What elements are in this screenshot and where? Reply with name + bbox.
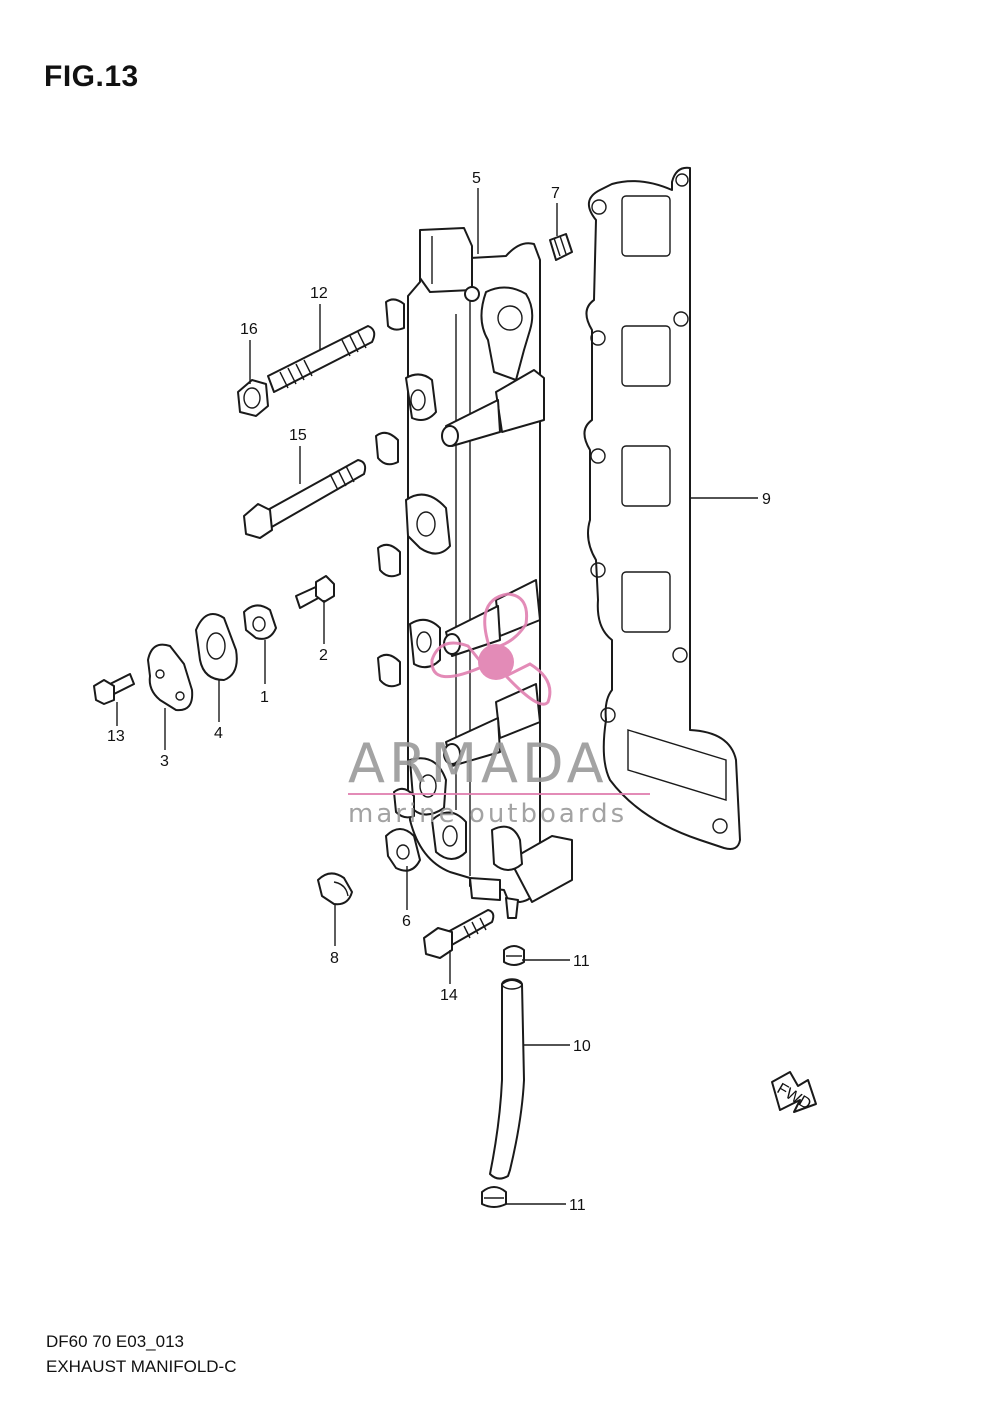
callout-numbers: 5 7 12 16 15 9 2 1 4 13 3 6 8 14 11 10 1…: [107, 170, 771, 1214]
callout-5: 5: [472, 170, 481, 187]
washer-part-6: [385, 828, 421, 872]
leader-lines: [116, 188, 758, 1205]
bolt-part-14: [423, 909, 495, 959]
washer-part-1: [243, 604, 277, 640]
callout-15: 15: [289, 427, 307, 444]
watermark-tagline: marine outboards: [348, 799, 627, 829]
callout-12: 12: [310, 285, 328, 302]
bolt-part-2: [295, 575, 335, 609]
callout-10: 10: [573, 1038, 591, 1055]
callout-2: 2: [319, 647, 328, 664]
callout-16: 16: [240, 321, 258, 338]
nut-part-16: [237, 379, 269, 417]
diagram-name: EXHAUST MANIFOLD-C: [46, 1357, 237, 1376]
plug-part-7: [549, 233, 573, 261]
stud-bolt-part-12: [267, 325, 376, 393]
callout-3: 3: [160, 753, 169, 770]
callout-6: 6: [402, 913, 411, 930]
callout-14: 14: [440, 987, 458, 1004]
callout-4: 4: [214, 725, 223, 742]
grommet-part-8: [317, 872, 353, 906]
callout-11-upper: 11: [573, 953, 590, 970]
callout-1: 1: [260, 689, 269, 706]
callout-9: 9: [762, 491, 771, 508]
diagram-code: DF60 70 E03_013: [46, 1332, 184, 1351]
forward-direction-arrow: FWD: [771, 1071, 817, 1113]
propeller-logo-icon: [430, 592, 552, 706]
callout-7: 7: [551, 185, 560, 202]
hose-part-10: [489, 978, 525, 1180]
callout-13: 13: [107, 728, 125, 745]
callout-11-lower: 11: [569, 1197, 586, 1214]
exhaust-manifold-part-5: [375, 227, 573, 919]
gasket-part-4: [195, 613, 238, 681]
cover-part-3: [147, 643, 194, 712]
gasket-part-9: [583, 166, 741, 850]
watermark-brand: ARMADA: [348, 732, 608, 795]
armada-watermark: ARMADA marine outboards: [348, 592, 650, 829]
bolt-part-15: [243, 459, 367, 539]
clip-part-11-upper: [503, 945, 525, 966]
figure-title: FIG.13: [44, 60, 139, 93]
clip-part-11-lower: [481, 1186, 507, 1208]
bolt-part-13: [93, 673, 135, 705]
callout-8: 8: [330, 950, 339, 967]
